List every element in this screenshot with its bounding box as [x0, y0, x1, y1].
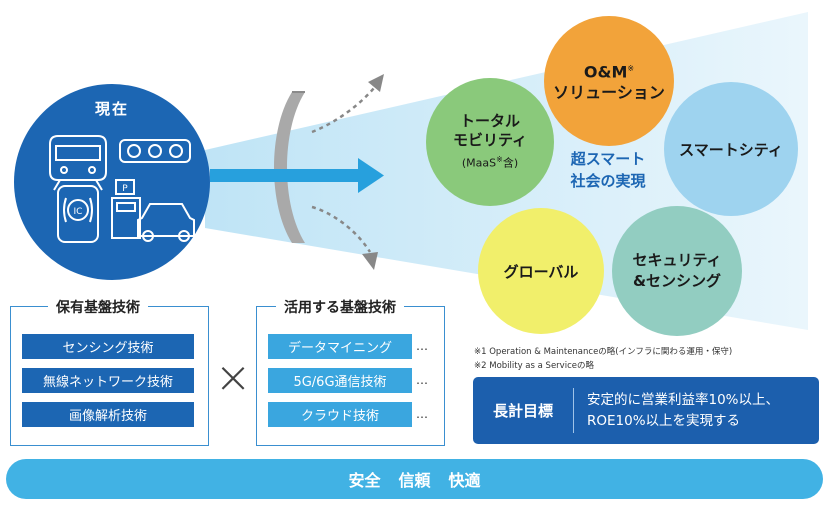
goal-line2: ROE10%以上を実現する: [587, 413, 741, 429]
center-line2: 社会の実現: [570, 172, 646, 190]
cross-symbol: ×: [214, 352, 252, 403]
smart-city-bubble: スマートシティ: [664, 82, 798, 216]
own-tech-item-wireless: 無線ネットワーク技術: [22, 368, 194, 393]
total-mobility-bubble: トータル モビリティ (MaaS※含): [426, 78, 554, 206]
long-term-goal-box: 長計目標 安定的に営業利益率10%以上、 ROE10%以上を実現する: [473, 377, 819, 444]
ic-label: IC: [74, 207, 83, 217]
train-icon: [49, 135, 107, 191]
goal-line1: 安定的に営業利益率10%以上、: [587, 392, 780, 408]
parking-car-icon: [111, 179, 195, 242]
present-icons: IC P: [49, 135, 195, 243]
footer-word-comfort: 快適: [448, 471, 481, 490]
tm-note-mark: ※: [496, 154, 503, 164]
upper-dashed-arrow: [311, 87, 375, 134]
footer-word-trust: 信頼: [398, 471, 431, 490]
present-title: 現在: [94, 100, 129, 118]
om-line1: O&M: [583, 62, 628, 82]
om-line2: ソリューション: [553, 82, 665, 102]
ellipsis-1: …: [416, 339, 428, 353]
goal-label: 長計目標: [492, 402, 553, 420]
footnote-2: ※2 Mobility as a Serviceの略: [474, 361, 594, 371]
ellipsis-2: …: [416, 373, 428, 387]
present-circle: [14, 84, 210, 280]
footer-banner: 安全 信頼 快適: [6, 459, 823, 499]
parking-label: P: [122, 184, 128, 194]
security-sensing-bubble: セキュリティ &センシング: [612, 206, 742, 336]
own-tech-item-image: 画像解析技術: [22, 402, 194, 427]
global-label: グローバル: [503, 262, 579, 281]
own-tech-title: 保有基盤技術: [48, 297, 148, 317]
om-mark: ※: [627, 64, 635, 74]
use-tech-item-datamining: データマイニング: [268, 334, 412, 359]
footnote-1: ※1 Operation & Maintenanceの略(インフラに関わる運用・…: [474, 347, 733, 357]
center-line1: 超スマート: [570, 150, 646, 168]
ic-card-icon: [57, 185, 99, 243]
traffic-light-icon: [119, 139, 191, 163]
om-solution-bubble: O&M※ ソリューション: [544, 16, 674, 146]
use-tech-item-cloud: クラウド技術: [268, 402, 412, 427]
smart-city-label: スマートシティ: [679, 140, 783, 159]
super-smart-society-label: 超スマート 社会の実現: [548, 148, 668, 192]
tm-line1: トータル: [459, 111, 520, 130]
security-line2: &センシング: [632, 272, 722, 290]
main-arrow: [210, 158, 384, 193]
own-tech-item-sensing: センシング技術: [22, 334, 194, 359]
tm-line2: モビリティ: [452, 130, 528, 149]
goal-text: 安定的に営業利益率10%以上、 ROE10%以上を実現する: [587, 390, 779, 432]
tm-note-end: 含): [502, 156, 519, 170]
tm-note: (MaaS: [461, 156, 497, 170]
goal-separator: [573, 388, 574, 433]
ellipsis-3: …: [416, 407, 428, 421]
security-line1: セキュリティ: [632, 251, 722, 269]
lens-ring: [274, 92, 305, 243]
use-tech-title: 活用する基盤技術: [276, 297, 404, 317]
use-tech-item-5g6g: 5G/6G通信技術: [268, 368, 412, 393]
lower-dashed-arrow: [311, 205, 372, 253]
footer-word-safety: 安全: [348, 471, 381, 490]
global-bubble: グローバル: [478, 208, 604, 334]
